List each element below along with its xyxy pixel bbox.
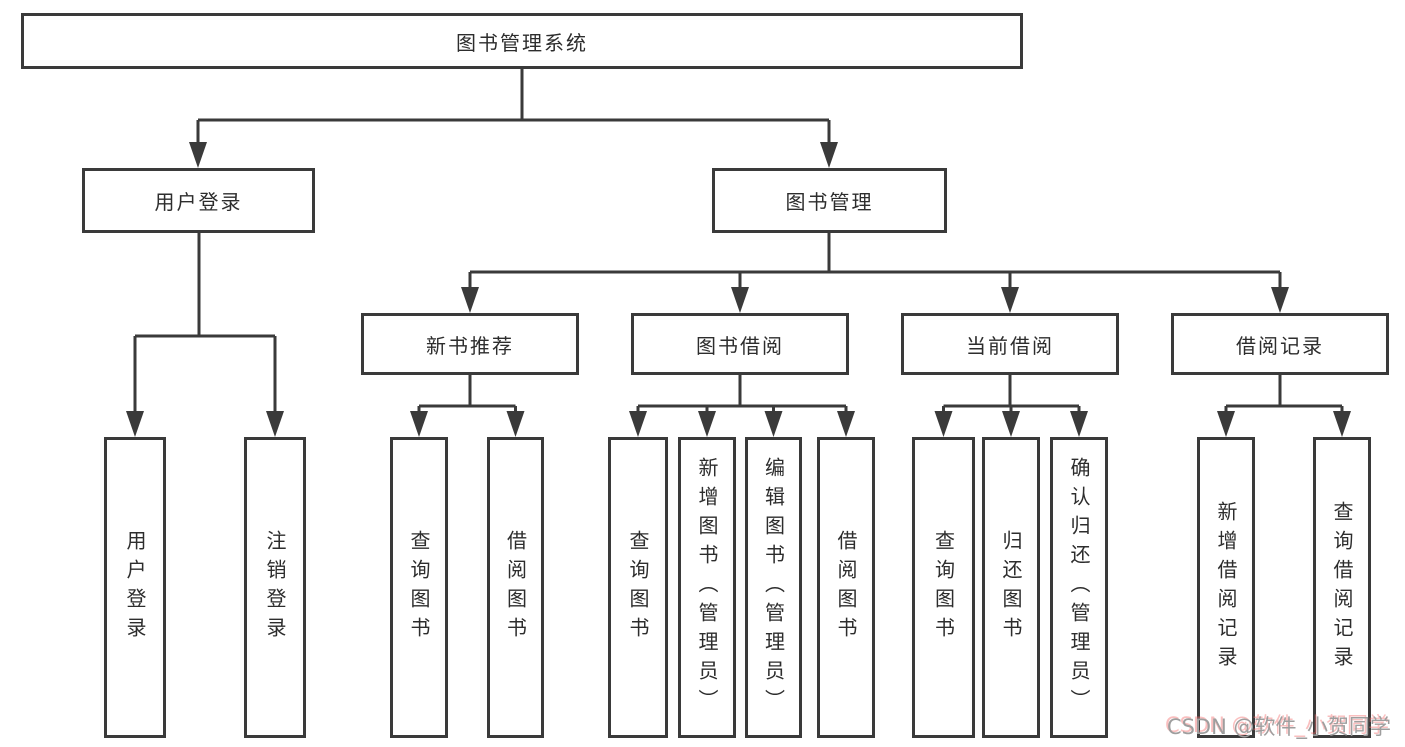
node-library-system-label: 图书管理系统: [456, 30, 588, 55]
leaf-edit-books-admin: 编辑图书（管理员）: [745, 437, 802, 738]
node-current-borrowing: 当前借阅: [901, 313, 1119, 375]
leaf-query-books-recommend-label: 查询图书: [407, 529, 431, 646]
leaf-query-books-borrowing: 查询图书: [608, 437, 668, 738]
node-library-system: 图书管理系统: [21, 13, 1023, 69]
leaf-query-books-current-label: 查询图书: [931, 529, 956, 646]
node-user-login-label: 用户登录: [154, 190, 243, 214]
leaf-confirm-return-admin: 确认归还（管理员）: [1050, 437, 1108, 738]
leaf-return-books-label: 归还图书: [999, 529, 1023, 646]
edge-userlogin-to-leaves: [133, 233, 277, 415]
node-borrowing-records-label: 借阅记录: [1236, 333, 1324, 358]
leaf-add-books-admin: 新增图书（管理员）: [678, 437, 736, 738]
leaf-logout: 注销登录: [244, 437, 306, 738]
node-new-book-recommendation: 新书推荐: [361, 313, 579, 375]
leaf-add-books-admin-label: 新增图书（管理员）: [695, 457, 719, 718]
leaf-user-login: 用户登录: [104, 437, 166, 738]
node-current-borrowing-label: 当前借阅: [966, 333, 1054, 358]
leaf-confirm-return-admin-label: 确认归还（管理员）: [1067, 457, 1091, 718]
leaf-logout-label: 注销登录: [263, 529, 287, 646]
leaf-borrow-books-label: 借阅图书: [834, 529, 858, 646]
leaf-borrow-books: 借阅图书: [817, 437, 875, 738]
node-book-borrowing: 图书借阅: [631, 313, 849, 375]
leaf-query-books-recommend: 查询图书: [390, 437, 448, 738]
node-book-borrowing-label: 图书借阅: [696, 333, 784, 358]
node-book-management: 图书管理: [712, 168, 947, 233]
node-new-book-recommendation-label: 新书推荐: [426, 333, 514, 358]
leaf-borrow-books-recommend: 借阅图书: [487, 437, 544, 738]
leaf-borrow-books-recommend-label: 借阅图书: [503, 529, 528, 646]
leaf-query-borrow-record-label: 查询借阅记录: [1330, 500, 1354, 675]
edge-bookmgmt-to-level3: [468, 233, 1282, 291]
leaf-add-borrow-record: 新增借阅记录: [1197, 437, 1255, 738]
leaf-query-books-borrowing-label: 查询图书: [626, 529, 650, 646]
leaf-query-books-current: 查询图书: [912, 437, 975, 738]
leaf-user-login-label: 用户登录: [123, 529, 147, 646]
leaf-return-books: 归还图书: [982, 437, 1040, 738]
node-borrowing-records: 借阅记录: [1171, 313, 1389, 375]
leaf-query-borrow-record: 查询借阅记录: [1313, 437, 1371, 738]
edge-level3-to-leaves: [417, 375, 1344, 415]
edge-root-to-level2: [196, 69, 831, 146]
leaf-add-borrow-record-label: 新增借阅记录: [1214, 500, 1238, 675]
leaf-edit-books-admin-label: 编辑图书（管理员）: [761, 457, 786, 718]
csdn-watermark: CSDN @软件_小贺同学: [1166, 715, 1391, 739]
node-book-management-label: 图书管理: [785, 190, 874, 214]
node-user-login: 用户登录: [82, 168, 315, 233]
